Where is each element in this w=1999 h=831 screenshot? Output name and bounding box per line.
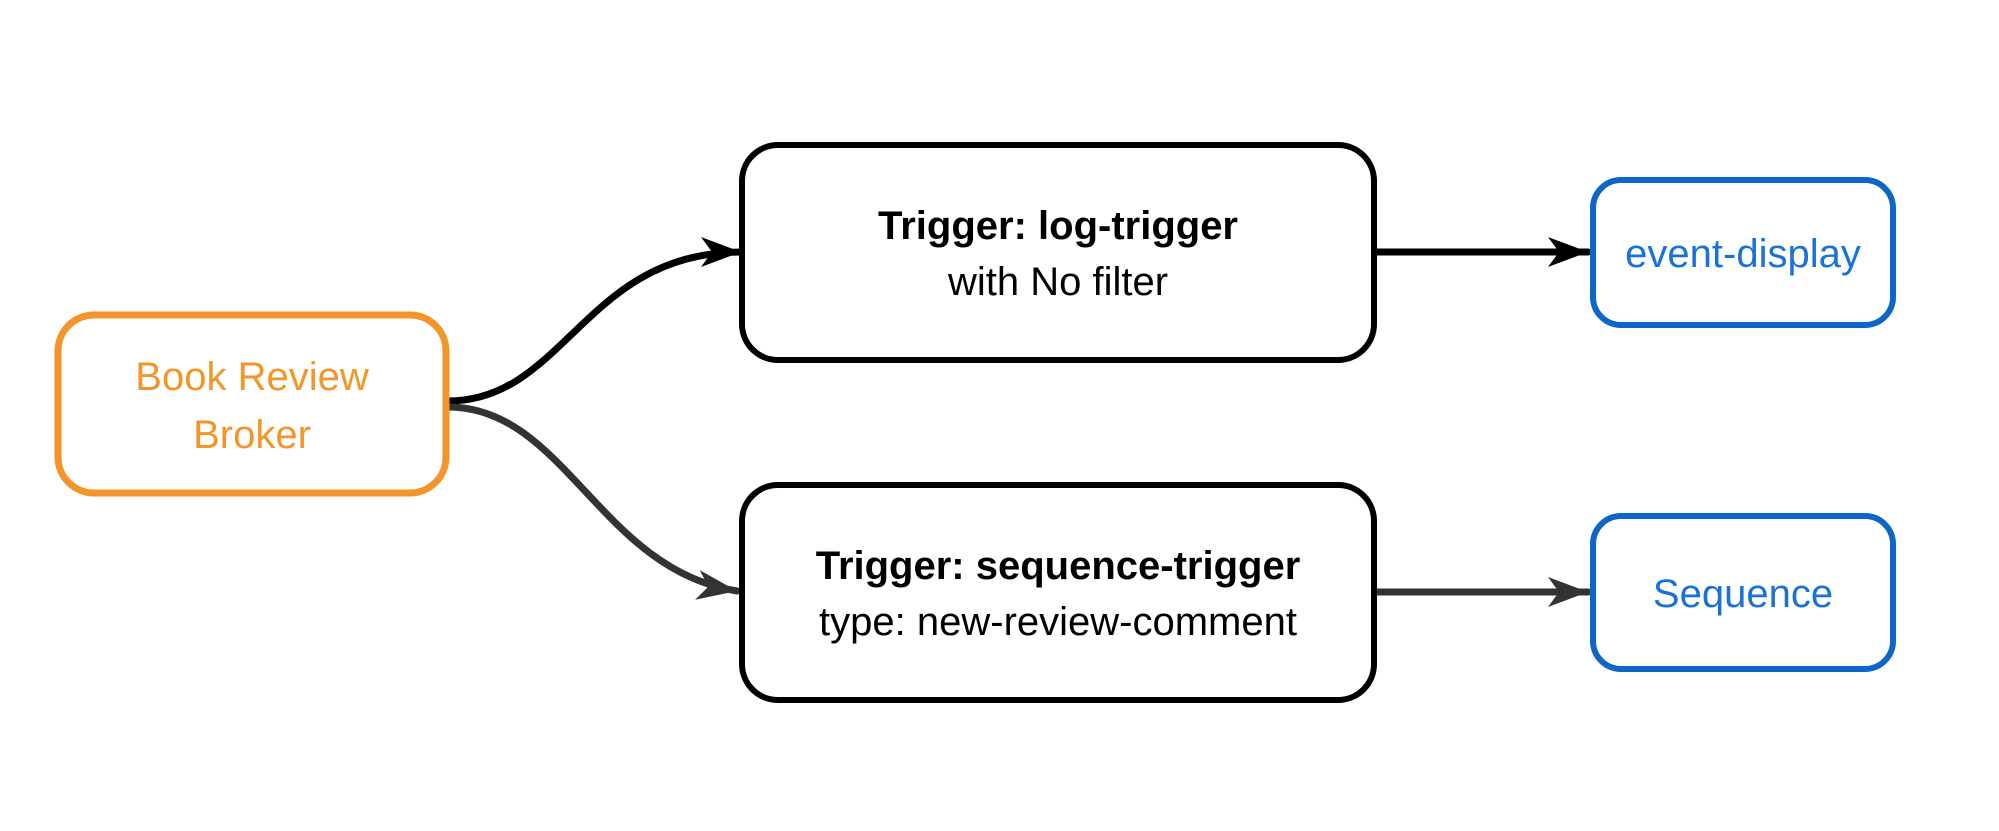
node-sequence-label: Sequence [1653,572,1833,616]
node-sequence-trigger-box [739,482,1377,703]
edge-layer [444,237,1592,607]
edge-broker-to-log-trigger [444,237,745,405]
node-event-display-label: event-display [1625,232,1861,276]
node-sequence-trigger-subtitle: type: new-review-comment [819,600,1297,644]
node-sequence: Sequence [1590,513,1896,672]
node-broker-label-line1: Book Review [135,355,369,399]
node-event-display: event-display [1590,177,1896,328]
node-sequence-box [1590,513,1896,672]
edge-broker-to-sequence-trigger [444,403,741,600]
node-event-display-box [1590,177,1896,328]
node-log-trigger-title: Trigger: log-trigger [878,204,1238,248]
node-broker-label-line2: Broker [193,413,311,457]
node-broker: Book Review Broker [54,311,450,497]
node-broker-box [54,311,450,497]
node-sequence-trigger-title: Trigger: sequence-trigger [816,544,1301,588]
node-log-trigger-subtitle: with No filter [947,260,1168,304]
node-log-trigger: Trigger: log-trigger with No filter [739,142,1377,363]
node-sequence-trigger: Trigger: sequence-trigger type: new-revi… [739,482,1377,703]
node-log-trigger-box [739,142,1377,363]
